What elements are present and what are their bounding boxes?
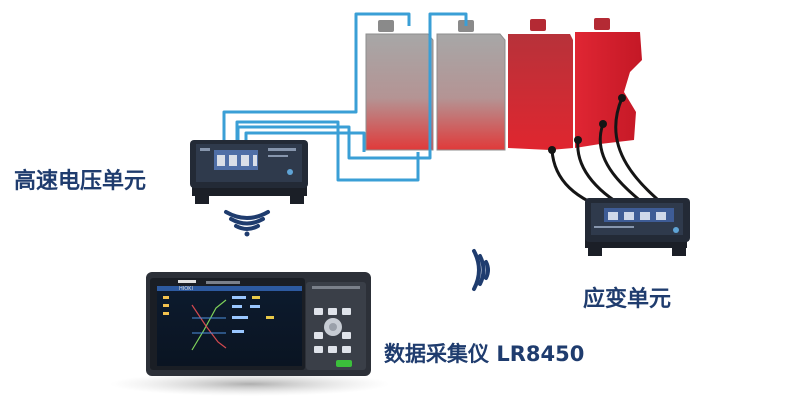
wifi-signal-icon <box>472 249 490 291</box>
data-logger-label: 数据采集仪 LR8450 <box>384 338 584 368</box>
battery-cell-2 <box>436 20 506 151</box>
strain-unit-label: 应变单元 <box>583 287 672 312</box>
voltage-unit-module <box>190 140 308 204</box>
battery-cell-4 <box>575 18 642 148</box>
cable-contacts <box>548 94 626 154</box>
voltage-unit-label: 高速电压单元 <box>14 169 147 194</box>
wifi-signal-icon <box>224 210 270 237</box>
battery-cell-3 <box>508 19 573 150</box>
voltage-sense-cables <box>222 12 468 182</box>
battery-cell-1 <box>365 20 434 151</box>
data-logger-model: LR8450 <box>496 342 585 366</box>
logger-brand-text: HIOKI <box>179 286 193 292</box>
data-logger-device <box>110 272 390 396</box>
data-logger-name: 数据采集仪 <box>384 342 489 366</box>
strain-unit-module <box>585 198 690 256</box>
